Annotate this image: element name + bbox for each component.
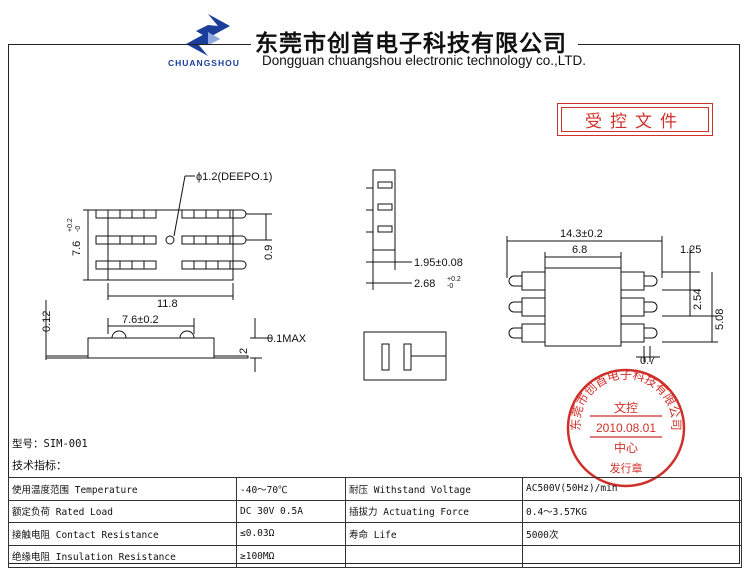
dim-right-pitch: 2.54 (692, 289, 704, 310)
dim-right-lead: 1.25 (680, 244, 701, 256)
technical-drawing: ϕ1.2(DEEPO.1) 11.8 7.6 +0.2 -0 0.9 7.6±0… (41, 169, 726, 381)
stamp-center-bottom: 中心 (614, 440, 638, 455)
approval-stamp: 东莞市创首电子科技有限公司 文控 2010.08.01 中心 发行章 (566, 368, 686, 488)
dim-height-left-tol-top: +0.2 (67, 218, 74, 232)
spec-label (345, 544, 523, 568)
stamp-center-top: 文控 (614, 400, 638, 415)
spec-value: 0.4～3.57KG (522, 499, 742, 523)
company-name-cn: 东莞市创首电子科技有限公司 (255, 30, 567, 57)
spec-value: AC500V(50Hz)/min (522, 477, 742, 501)
spec-value: ≥100MΩ (236, 544, 346, 568)
dim-side-left: 0.12 (41, 311, 53, 332)
dim-right-span: 5.08 (714, 309, 726, 330)
spec-label: 耐压 Withstand Voltage (345, 477, 523, 501)
spec-label: 绝缘电阻 Insulation Resistance (8, 544, 237, 568)
table-row: 绝缘电阻 Insulation Resistance ≥100MΩ (8, 544, 742, 568)
spec-value: -40～70℃ (236, 477, 346, 501)
dim-side-max: 0.1MAX (267, 333, 307, 345)
stamp-bottom-text: 发行章 (610, 461, 643, 475)
dim-side-pitch: 7.6±0.2 (122, 314, 159, 326)
spec-label: 插拔力 Actuating Force (345, 499, 523, 523)
dim-right-body: 6.8 (572, 244, 587, 256)
dim-mid-1: 1.95±0.08 (414, 257, 463, 269)
spec-value: DC 30V 0.5A (236, 499, 346, 523)
header-rule-left (8, 44, 251, 45)
dim-height-left: 7.6 (71, 241, 83, 256)
header-rule-right (578, 44, 740, 45)
right-top-view-body (544, 267, 622, 347)
spec-value: 5000次 (522, 522, 742, 546)
spec-label: 使用温度范围 Temperature (8, 477, 237, 501)
dim-mid-2-tol-top: +0.2 (447, 276, 461, 283)
table-row: 使用温度范围 Temperature -40～70℃ 耐压 Withstand … (8, 477, 742, 501)
dim-mid-2: 2.68 (414, 278, 435, 290)
top-view-body (107, 209, 234, 281)
dim-mid-2-tol-bottom: -0 (447, 283, 453, 290)
hole-note: ϕ1.2(DEEPO.1) (196, 171, 272, 183)
controlled-document-text: 受控文件 (561, 107, 709, 132)
table-row: 接触电阻 Contact Resistance ≤0.03Ω 寿命 Life 5… (8, 522, 742, 546)
dim-right-bottom: 0.7 (640, 355, 655, 367)
model-number: 型号：SIM-001 (12, 438, 88, 450)
spec-title: 技术指标： (12, 459, 67, 472)
dim-width-left: 11.8 (157, 298, 178, 310)
side-view-body (87, 337, 215, 359)
dim-side-height: 2 (238, 348, 250, 354)
dim-right-total: 14.3±0.2 (560, 228, 603, 240)
stamp-date: 2010.08.01 (596, 421, 656, 435)
spec-label: 寿命 Life (345, 522, 523, 546)
dim-height-left-tol-bottom: -0 (75, 226, 82, 232)
dim-lead-gap: 0.9 (263, 245, 275, 260)
spec-table: 使用温度范围 Temperature -40～70℃ 耐压 Withstand … (8, 477, 742, 568)
spec-label: 额定负荷 Rated Load (8, 499, 237, 523)
controlled-document-mark: 受控文件 (557, 103, 713, 136)
spec-label: 接触电阻 Contact Resistance (8, 522, 237, 546)
logo-text: CHUANGSHOU (168, 58, 240, 68)
spec-value: ≤0.03Ω (236, 522, 346, 546)
table-row: 额定负荷 Rated Load DC 30V 0.5A 插拔力 Actuatin… (8, 499, 742, 523)
company-name-en: Dongguan chuangshou electronic technolog… (262, 53, 586, 68)
header: CHUANGSHOU 东莞市创首电子科技有限公司 Dongguan chuang… (0, 0, 750, 82)
spec-value (522, 544, 742, 568)
top-view-contacts (95, 209, 247, 270)
